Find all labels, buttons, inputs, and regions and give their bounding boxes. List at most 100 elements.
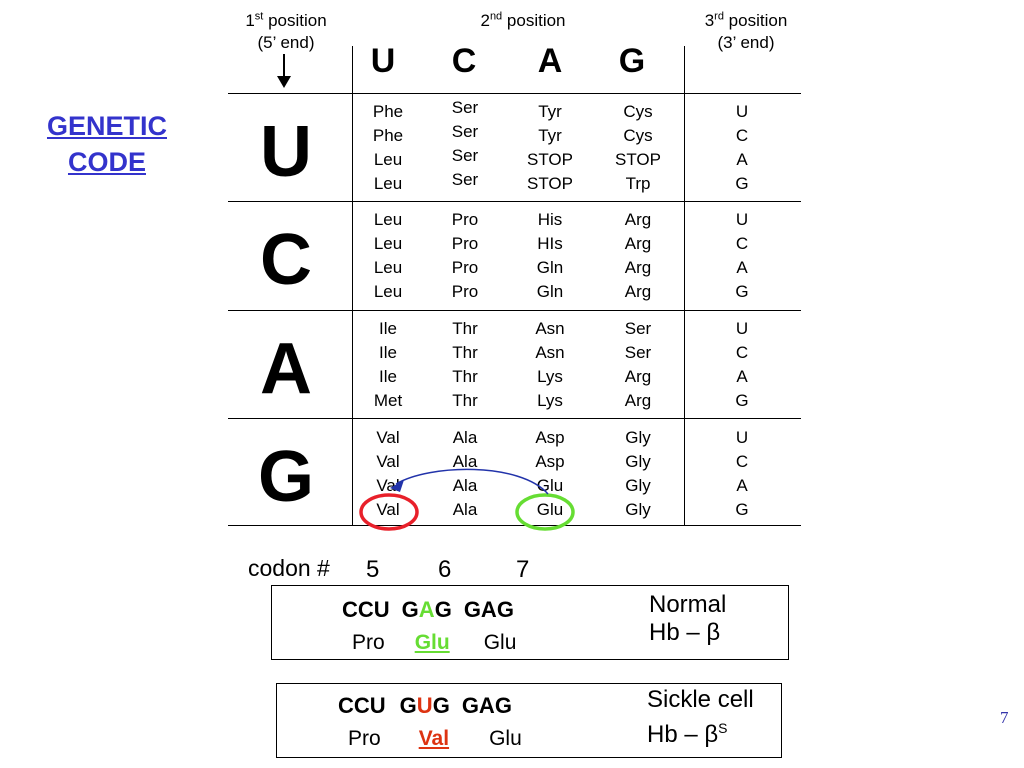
genetic-code-title: GENETIC CODE <box>22 108 192 180</box>
third-base-label: G <box>735 500 749 519</box>
codon-cell: Gly <box>625 500 651 519</box>
first-base-c: C <box>260 220 312 300</box>
first-header-sub: (5’ end) <box>257 33 315 52</box>
codon-cell: Arg <box>624 258 652 277</box>
codon-cell: Pro <box>451 282 479 301</box>
third-base-label: U <box>735 102 749 121</box>
codon-cell: Lys <box>537 391 563 410</box>
codon-cell: Leu <box>373 282 403 301</box>
third-base-label: U <box>735 428 749 447</box>
codon-cell: Ser <box>451 98 479 117</box>
codon-cell: Ser <box>451 146 479 165</box>
third-base-label: A <box>736 367 748 386</box>
codon-cell: Thr <box>452 343 478 362</box>
codon-cell: HIs <box>537 234 563 253</box>
grid-line-top <box>228 93 801 94</box>
codon-cell: Phe <box>372 126 404 145</box>
first-header-text: position <box>263 11 327 30</box>
normal-description: Normal Hb – β <box>649 591 726 647</box>
codon-cell: Thr <box>452 319 478 338</box>
codon-cell: Leu <box>373 150 403 169</box>
normal-aa-glu-highlight: Glu <box>414 631 450 654</box>
codon-cell: Val <box>376 452 400 471</box>
sickle-desc-line1: Sickle cell <box>647 686 754 713</box>
glu-green-circle <box>515 493 575 531</box>
codon-number-7: 7 <box>516 556 530 583</box>
second-header-num: 2 <box>480 11 490 30</box>
second-base-g: G <box>618 42 646 80</box>
arrow-head-icon <box>390 480 404 492</box>
codon-cell: Leu <box>373 234 403 253</box>
second-position-header: 2nd position <box>458 10 588 32</box>
codon-cell: Val <box>376 476 400 495</box>
substitution-arrow <box>395 468 549 495</box>
codon-cell: Arg <box>624 234 652 253</box>
third-base-label: C <box>735 126 749 145</box>
codon-cell: Arg <box>624 367 652 386</box>
codon-cell: Thr <box>452 391 478 410</box>
second-base-u: U <box>370 42 396 80</box>
codon-cell: STOP <box>615 150 661 169</box>
sickle-codon-g2: G <box>432 693 450 718</box>
codon-cell: Asn <box>535 343 565 362</box>
grid-line-1 <box>228 201 801 202</box>
grid-line-bottom <box>228 525 801 526</box>
codon-cell: Gly <box>625 476 651 495</box>
codon-cell: Phe <box>372 102 404 121</box>
third-base-label: U <box>735 319 749 338</box>
sickle-aa-val-highlight: Val <box>418 727 450 750</box>
codon-cell: Ala <box>452 476 478 495</box>
sickle-codon-gag: GAG <box>461 693 512 718</box>
codon-cell: Val <box>376 428 400 447</box>
third-header-sub: (3’ end) <box>717 33 775 52</box>
codon-cell: Leu <box>373 174 403 193</box>
normal-aa-glu: Glu <box>483 631 517 654</box>
sickle-aa-pro: Pro <box>348 727 381 750</box>
codon-cell: Trp <box>625 174 651 193</box>
codon-cell: Gln <box>536 282 564 301</box>
codon-cell: Ser <box>451 170 479 189</box>
sickle-desc-line2: Hb – βS <box>647 714 754 749</box>
third-base-label: C <box>735 234 749 253</box>
sickle-mutant-base: U <box>416 693 433 718</box>
normal-desc-line1: Normal <box>649 591 727 618</box>
third-base-label: C <box>735 343 749 362</box>
sickle-codon-ccu: CCU <box>338 693 386 718</box>
third-header-num: 3 <box>704 11 715 30</box>
codon-cell: Asn <box>535 319 565 338</box>
first-base-u: U <box>260 112 312 192</box>
normal-codon-g2: G <box>434 597 452 622</box>
sickle-desc-sup: S <box>718 720 728 736</box>
codon-cell: Cys <box>623 126 653 145</box>
codon-cell: Ser <box>624 343 652 362</box>
grid-vline-right <box>684 46 685 526</box>
codon-cell: Val <box>376 500 400 519</box>
second-header-sup: nd <box>489 10 503 23</box>
codon-cell: Lys <box>537 367 563 386</box>
codon-cell: Ala <box>452 500 478 519</box>
third-header-text: position <box>723 11 788 30</box>
grid-line-3 <box>228 418 801 419</box>
second-base-a: A <box>537 42 563 80</box>
third-base-label: G <box>735 174 749 193</box>
third-base-label: G <box>735 391 749 410</box>
codon-cell: His <box>537 210 563 229</box>
codon-cell: Arg <box>624 282 652 301</box>
title-line-2: CODE <box>67 147 146 177</box>
codon-number-6: 6 <box>438 556 452 583</box>
grid-line-2 <box>228 310 801 311</box>
sickle-hb-box <box>276 683 782 758</box>
third-base-label: A <box>736 150 748 169</box>
codon-cell: STOP <box>527 150 573 169</box>
normal-codon-ccu: CCU <box>342 597 390 622</box>
codon-cell: Arg <box>624 210 652 229</box>
codon-cell: Ile <box>379 367 397 386</box>
codon-cell: Ser <box>451 122 479 141</box>
third-base-label: A <box>736 258 748 277</box>
codon-cell: Glu <box>536 500 564 519</box>
